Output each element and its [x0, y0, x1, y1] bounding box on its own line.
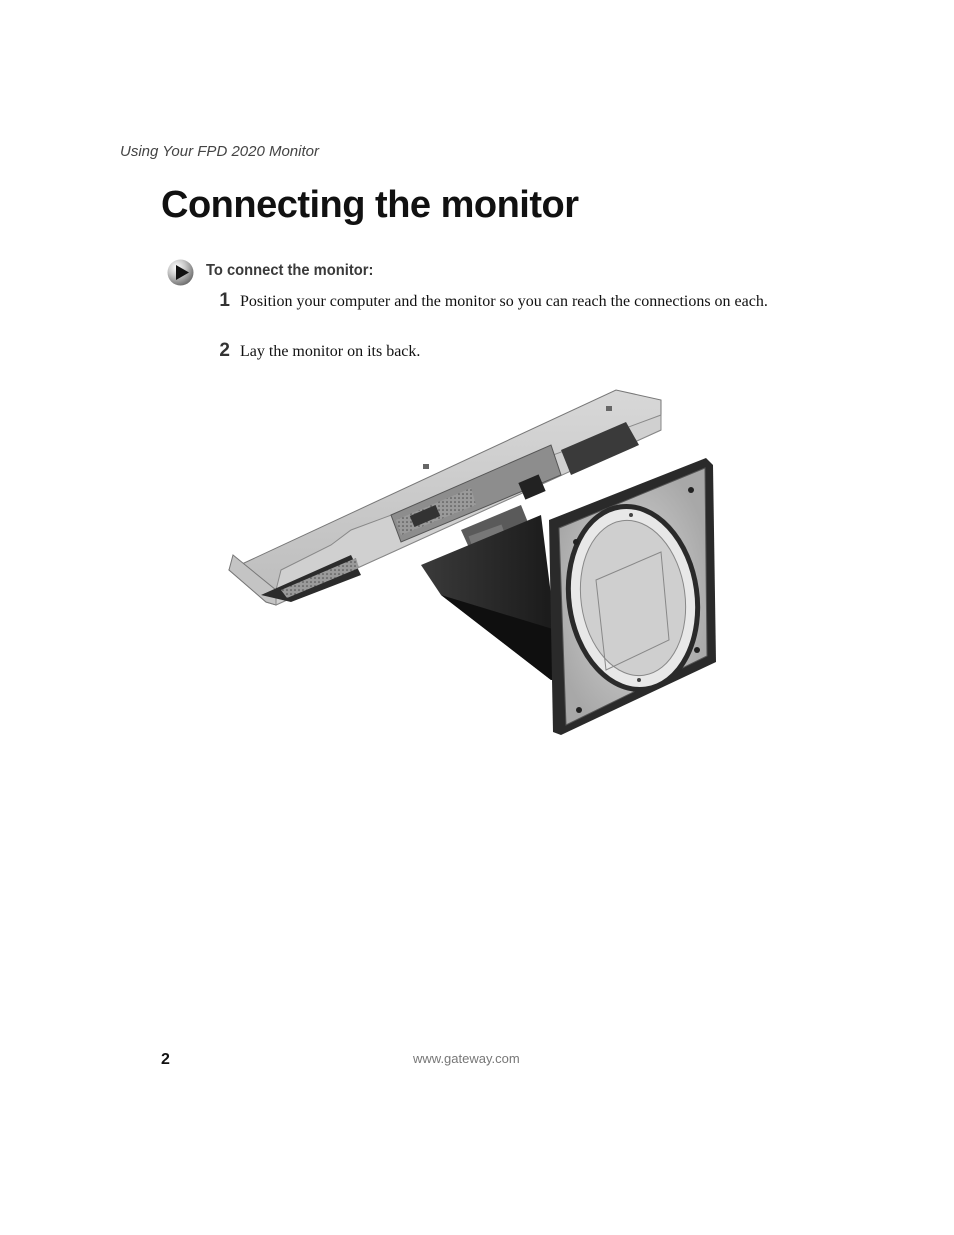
monitor-on-back-photo: [228, 389, 716, 735]
page-title: Connecting the monitor: [161, 184, 579, 226]
footer-url: www.gateway.com: [413, 1051, 520, 1066]
step-text: Lay the monitor on its back.: [240, 343, 421, 360]
procedure-heading: To connect the monitor:: [206, 262, 374, 279]
running-header: Using Your FPD 2020 Monitor: [120, 143, 319, 160]
step-number: 1: [219, 290, 230, 311]
page-number: 2: [161, 1051, 170, 1068]
arrow-bullet-icon: [167, 259, 194, 286]
step-text: Position your computer and the monitor s…: [240, 293, 768, 310]
step-number: 2: [219, 340, 230, 361]
